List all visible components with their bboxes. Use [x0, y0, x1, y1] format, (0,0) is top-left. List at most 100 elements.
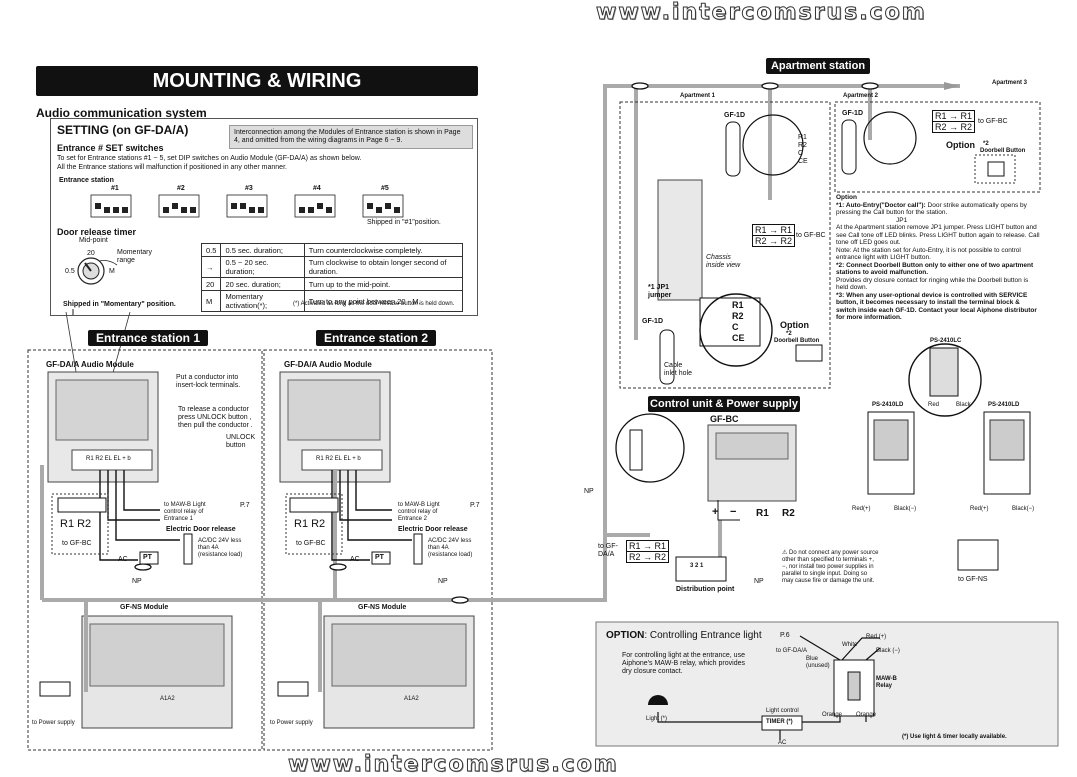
entrance1-door-release: Electric Door release	[166, 526, 236, 533]
switch-text-1: To set for Entrance stations #1 ~ 5, set…	[57, 155, 362, 162]
dial-20-label: 20	[87, 250, 95, 257]
ps-red-label: Red	[928, 402, 940, 408]
momentary-range-label: Momentary range	[117, 249, 153, 264]
mid-point-label: Mid-point	[79, 237, 108, 244]
option-light-light: Light (*)	[646, 716, 668, 722]
ps-right-black: Black(−)	[1012, 506, 1035, 512]
option-light-control: Light control	[766, 708, 799, 714]
entrance2-r-labels: R1 R2	[294, 518, 326, 530]
option-1-text-b: At the Apartment station remove JP1 jump…	[836, 224, 1040, 246]
apartment-station-banner: Apartment station	[766, 58, 870, 74]
option-light-white: White	[842, 642, 858, 648]
option-2-title: *2: Connect Doorbell Button only to eith…	[836, 261, 1034, 277]
entrance1-np: NP	[132, 578, 142, 585]
entrance2-door-spec: AC/DC 24V less than 4A (resistance load)	[428, 538, 473, 558]
timer-cell: →	[200, 256, 222, 278]
entrance-station-2-banner: Entrance station 2	[316, 330, 436, 346]
timer-cell: M	[200, 290, 222, 312]
entrance1-insert-note: Put a conductor into insert-lock termina…	[176, 374, 241, 389]
switch-heading: Entrance # SET switches	[57, 143, 164, 153]
control-unit-banner: Control unit & Power supply	[648, 396, 800, 412]
setting-panel: SETTING (on GF-DA/A) Interconnection amo…	[50, 118, 478, 316]
gfbc-r1: R1	[756, 508, 769, 519]
option-light-title-bold: OPTION	[606, 630, 645, 641]
dist-numbers: 3 2 1	[690, 563, 704, 569]
ps-top-label: PS-2410LC	[930, 338, 962, 344]
gfbc-r2: R2	[782, 508, 795, 519]
entrance2-terminals: R1 R2 EL EL + b	[316, 456, 361, 462]
ps-right-red: Red(+)	[970, 506, 989, 512]
option-light-red: Red (+)	[866, 634, 887, 640]
entrance2-p7: P.7	[470, 502, 480, 509]
entrance1-ns-terminals: A1A2	[160, 696, 175, 702]
entrance2-ac: AC	[350, 556, 360, 563]
entrance1-unlock-label: UNLOCK button	[226, 434, 256, 449]
option-light-title: OPTION: Controlling Entrance light	[606, 630, 762, 641]
entrance1-maw-note: to MAW-B Light control relay of Entrance…	[164, 502, 206, 522]
station-label-2: #2	[177, 185, 185, 192]
entrance2-ns-terminals: A1A2	[404, 696, 419, 702]
term-c-large: C	[732, 322, 739, 332]
setting-heading: SETTING (on GF-DA/A)	[57, 123, 189, 137]
entrance1-release-note: To release a conductor press UNLOCK butt…	[178, 406, 253, 429]
watermark-bottom: www.intercomsrus.com	[288, 752, 619, 777]
apt2-doorbell-star: *2	[983, 141, 989, 147]
entrance1-ac: AC	[118, 556, 128, 563]
apartment-1-label: Apartment 1	[680, 93, 716, 99]
option-2-text: Provides dry closure contact for ringing…	[836, 276, 1029, 292]
timer-row: →0.5 ~ 20 sec. duration;Turn clockwise t…	[200, 256, 464, 278]
entrance1-module-label: GF-DA/A Audio Module	[46, 360, 134, 369]
ps-black-label: Black	[956, 402, 971, 408]
gf1d-label-a: GF-1D	[724, 112, 745, 119]
gfbc-minus: −	[730, 506, 737, 518]
apt1-doorbell-star: *2	[786, 331, 792, 337]
apt1-doorbell-label: Doorbell Button	[774, 338, 820, 344]
interconnection-note: Interconnection among the Modules of Ent…	[229, 125, 473, 149]
entrance2-np: NP	[438, 578, 448, 585]
apt2-doorbell-label: Doorbell Button	[980, 148, 1026, 154]
dial-m-label: M	[109, 268, 115, 275]
option-heading: Option	[836, 194, 857, 201]
apt2-r2-map: R2 → R2	[932, 121, 976, 133]
dip-switch-graphics	[72, 194, 404, 315]
control-np: NP	[584, 488, 594, 495]
station-label-1: #1	[111, 185, 119, 192]
gf1d-label-c: GF-1D	[642, 318, 663, 325]
entrance-station-label: Entrance station	[59, 177, 114, 184]
timer-cell: Turn to any point between 20 - M.	[303, 290, 464, 312]
to-gfns-label: to GF-NS	[958, 576, 988, 583]
gf1d-label-b: GF-1D	[842, 110, 863, 117]
power-warning-text: Do not connect any power source other th…	[782, 550, 879, 584]
chassis-label: Chassis inside view	[706, 254, 741, 269]
apartment-3-label: Apartment 3	[992, 80, 1028, 86]
option-1-jp1: JP1	[896, 216, 908, 224]
entrance2-to-power: to Power supply	[270, 720, 313, 726]
option-1-text-a: Door strike automatically opens by press…	[836, 201, 1027, 217]
timer-cell: Momentary activation(*);	[220, 290, 305, 312]
ps-right-label: PS-2410LD	[988, 402, 1020, 408]
apt1-r2-map: R2 → R2	[752, 235, 796, 247]
option-light-orange-2: Orange	[856, 712, 877, 718]
entrance2-to-gfbc: to GF-BC	[296, 540, 326, 547]
entrance1-to-gfbc: to GF-BC	[62, 540, 92, 547]
apt2-option-label: Option	[946, 140, 975, 150]
entrance-station-1-banner: Entrance station 1	[88, 330, 208, 346]
option-light-to-gfdaa: to GF-DA/A	[776, 648, 808, 654]
option-light-p6: P.6	[780, 632, 790, 639]
option-light-orange-1: Orange	[822, 712, 843, 718]
option-notes: Option *1: Auto-Entry("Doctor call"): Do…	[836, 194, 1040, 322]
dial-05-label: 0.5	[65, 268, 75, 275]
control-to-gfdaa: to GF-DA/A	[598, 543, 618, 558]
entrance2-door-release: Electric Door release	[398, 526, 468, 533]
entrance1-p7: P.7	[240, 502, 250, 509]
gfbc-plus: +	[712, 506, 719, 518]
ps-left-label: PS-2410LD	[872, 402, 904, 408]
jp1-label: *1 JP1 jumper	[648, 284, 672, 299]
door-timer-heading: Door release timer	[57, 227, 137, 237]
term-r1-large: R1	[732, 300, 744, 310]
term-r2-large: R2	[732, 311, 744, 321]
option-light-blue: Blue (unused)	[806, 656, 830, 669]
